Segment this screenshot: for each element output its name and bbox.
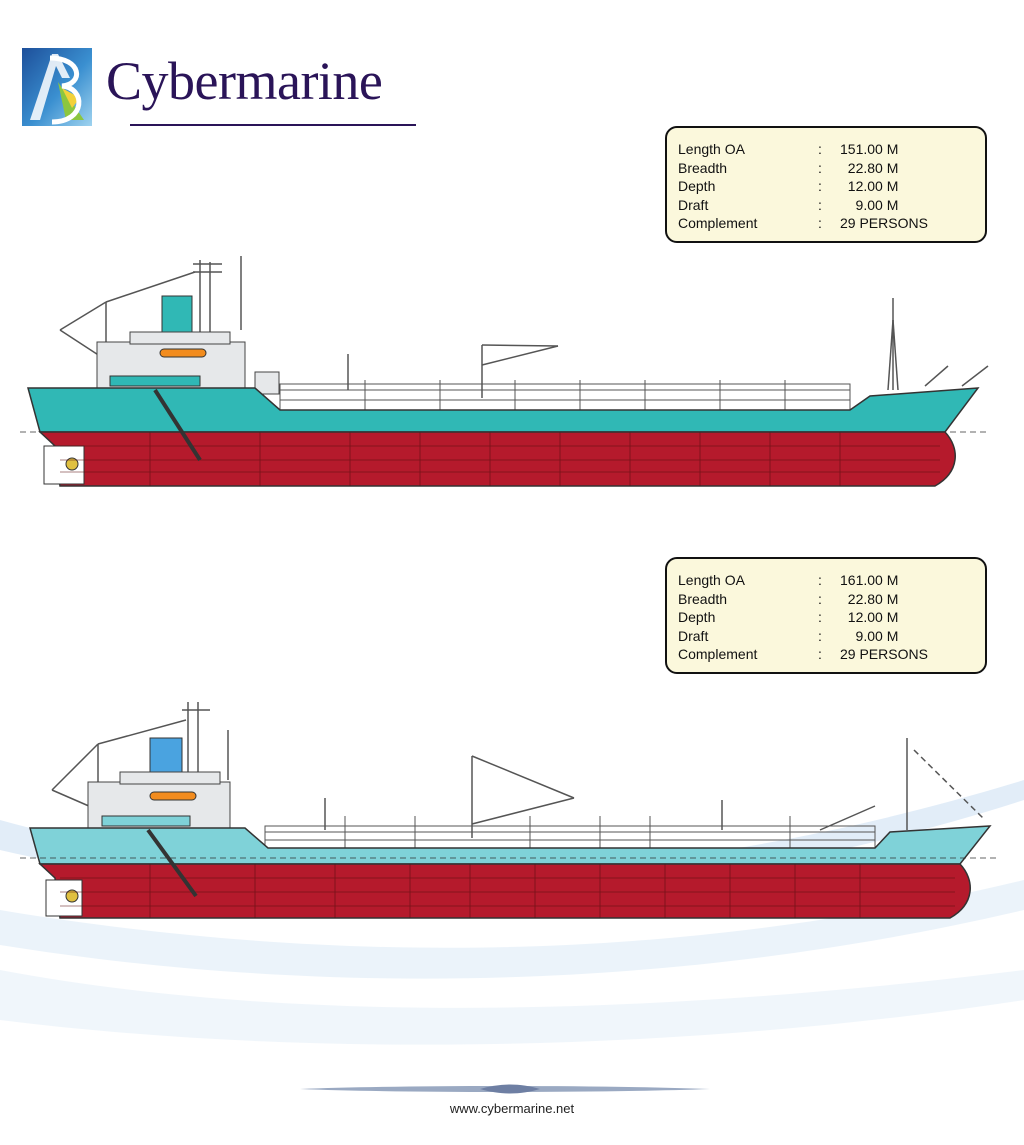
spec-row: Length OA: 161.00 M <box>678 571 985 590</box>
spec-row: Draft: 9.00 M <box>678 627 985 646</box>
ship-2-spec-box: Length OA: 161.00 M Breadth: 22.80 M Dept… <box>665 557 987 674</box>
spec-colon: : <box>818 590 822 607</box>
spec-label: Breadth <box>678 590 728 607</box>
spec-colon: : <box>818 178 822 194</box>
spec-label: Draft <box>678 196 709 213</box>
spec-value: 12.00 M <box>840 178 899 194</box>
logo-underline <box>130 124 416 126</box>
spec-value: 12.00 M <box>840 609 899 625</box>
spec-value: 9.00 M <box>840 627 899 644</box>
spec-label: Length OA <box>678 572 745 588</box>
spec-label: Depth <box>678 609 716 625</box>
spec-value: 29 PERSONS <box>840 646 928 662</box>
spec-label: Complement <box>678 215 758 231</box>
ship-2-profile-drawing <box>20 702 1000 919</box>
spec-label: Complement <box>678 646 758 662</box>
spec-label: Length OA <box>678 141 745 157</box>
spec-colon: : <box>818 159 822 176</box>
spec-label: Draft <box>678 627 709 644</box>
logo-mark-icon <box>22 48 92 126</box>
footer-divider <box>300 1084 710 1094</box>
spec-value: 22.80 M <box>840 159 899 176</box>
spec-value: 29 PERSONS <box>840 215 928 231</box>
company-logo: Cybermarine <box>22 48 422 144</box>
spec-row: Complement: 29 PERSONS <box>678 645 985 664</box>
spec-row: Breadth: 22.80 M <box>678 590 985 609</box>
spec-value: 9.00 M <box>840 196 899 213</box>
spec-colon: : <box>818 196 822 213</box>
logo-wordmark: Cybermarine <box>106 51 383 111</box>
spec-row: Depth: 12.00 M <box>678 177 985 196</box>
spec-row: Complement: 29 PERSONS <box>678 214 985 233</box>
spec-colon: : <box>818 215 822 231</box>
spec-colon: : <box>818 627 822 644</box>
spec-label: Breadth <box>678 159 728 176</box>
spec-row: Length OA: 151.00 M <box>678 140 985 159</box>
spec-value: 22.80 M <box>840 590 899 607</box>
spec-label: Depth <box>678 178 716 194</box>
spec-value: 161.00 M <box>840 572 899 588</box>
spec-value: 151.00 M <box>840 141 899 157</box>
spec-colon: : <box>818 609 822 625</box>
spec-row: Depth: 12.00 M <box>678 608 985 627</box>
footer-website-link[interactable]: www.cybermarine.net <box>449 1101 575 1116</box>
ship-1-spec-box: Length OA: 151.00 M Breadth: 22.80 M Dept… <box>665 126 987 243</box>
ship-1-profile-drawing <box>20 256 990 487</box>
spec-row: Draft: 9.00 M <box>678 196 985 215</box>
spec-colon: : <box>818 572 822 588</box>
spec-row: Breadth: 22.80 M <box>678 159 985 178</box>
spec-colon: : <box>818 646 822 662</box>
spec-colon: : <box>818 141 822 157</box>
